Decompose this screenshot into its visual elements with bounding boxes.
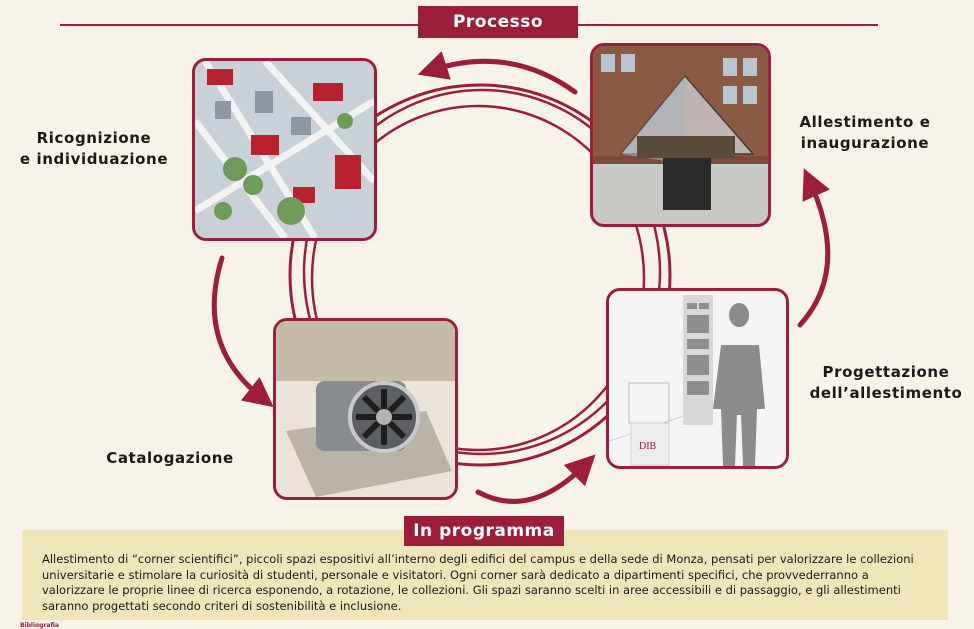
step-label-allestimento: Allestimento e inaugurazione [799, 113, 931, 152]
step-label-catalogazione: Catalogazione [106, 449, 234, 467]
photo-pyramid-exhibit [590, 43, 771, 227]
program-title: In programma [404, 516, 564, 546]
arrow-left [211, 255, 274, 408]
header-rule-left [60, 24, 418, 26]
flow-ring-1 [288, 83, 672, 467]
arrow-bottom [475, 454, 596, 504]
processo-title: Processo [418, 6, 578, 38]
photo-scientific-instrument [273, 318, 458, 500]
header-rule-right [578, 24, 878, 26]
photo-exhibit-design-render: DIB [606, 288, 789, 469]
svg-text:DIB: DIB [639, 441, 657, 452]
flow-ring-2 [302, 88, 662, 456]
step-label-ricognizione: Ricognizione e individuazione [19, 129, 169, 168]
flow-ring-3 [310, 104, 646, 452]
arrow-top [417, 51, 578, 95]
step-label-progettazione: Progettazione dell’allestimento [809, 363, 963, 402]
bibliography-link[interactable]: Bibliografia [20, 622, 59, 629]
photo-campus-map [192, 58, 377, 241]
program-panel: Allestimento di “corner scientifici”, pi… [22, 530, 948, 620]
arrow-right [797, 168, 831, 328]
program-text: Allestimento di “corner scientifici”, pi… [42, 552, 914, 613]
